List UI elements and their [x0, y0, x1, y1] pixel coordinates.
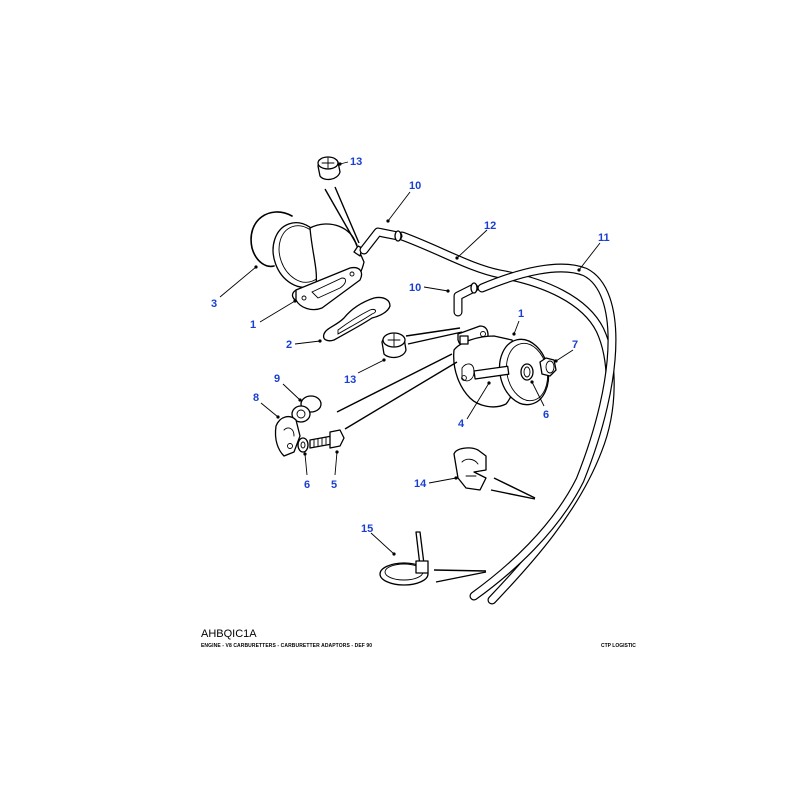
callout-13-lower[interactable]: 13	[344, 374, 356, 386]
connector-cap-13-lower[interactable]	[381, 332, 407, 359]
grommet-9[interactable]	[291, 395, 322, 423]
o-ring-3[interactable]	[250, 211, 293, 268]
callout-8[interactable]: 8	[253, 392, 259, 404]
gasket-2[interactable]	[322, 296, 391, 342]
vacuum-pipe-11[interactable]	[469, 263, 617, 601]
callout-10-lower[interactable]: 10	[409, 282, 421, 294]
callout-12[interactable]: 12	[484, 220, 496, 232]
callout-14[interactable]: 14	[414, 478, 427, 490]
callout-13-upper[interactable]: 13	[350, 156, 362, 168]
callout-1-left[interactable]: 1	[250, 319, 256, 331]
leader-lines	[219, 161, 601, 556]
carburetter-adaptor-right[interactable]	[453, 325, 555, 409]
callout-10-upper[interactable]: 10	[409, 180, 421, 192]
callout-11[interactable]: 11	[598, 232, 610, 244]
bracket-clip-8[interactable]	[274, 415, 301, 457]
vacuum-pipe-12[interactable]	[397, 231, 615, 605]
connector-cap-13-upper[interactable]	[317, 156, 341, 181]
carburetter-adaptor-left[interactable]	[264, 215, 365, 311]
callout-3[interactable]: 3	[211, 298, 217, 310]
callout-6-right[interactable]: 6	[543, 409, 549, 421]
nut-7[interactable]	[539, 357, 557, 377]
bolt-5[interactable]	[309, 429, 345, 449]
callout-1-right[interactable]: 1	[518, 308, 524, 320]
elbow-hose-10-lower[interactable]	[453, 282, 479, 317]
callout-7[interactable]: 7	[572, 339, 578, 351]
callout-4[interactable]: 4	[458, 418, 465, 430]
callout-2[interactable]: 2	[286, 339, 292, 351]
callout-5[interactable]: 5	[331, 479, 337, 491]
brand-label: CTP LOGISTIC	[601, 643, 636, 649]
cable-tie-15[interactable]	[379, 531, 429, 586]
callout-6-left[interactable]: 6	[304, 479, 310, 491]
diagram-title: ENGINE - V8 CARBURETTERS - CARBURETTER A…	[201, 643, 373, 649]
washer-6-left[interactable]	[297, 437, 309, 453]
callout-15[interactable]: 15	[361, 523, 373, 535]
callout-9[interactable]: 9	[274, 373, 280, 385]
diagram-code: AHBQIC1A	[201, 628, 257, 640]
pipe-clip-14[interactable]	[453, 447, 487, 491]
elbow-hose-10-upper[interactable]	[359, 227, 403, 255]
